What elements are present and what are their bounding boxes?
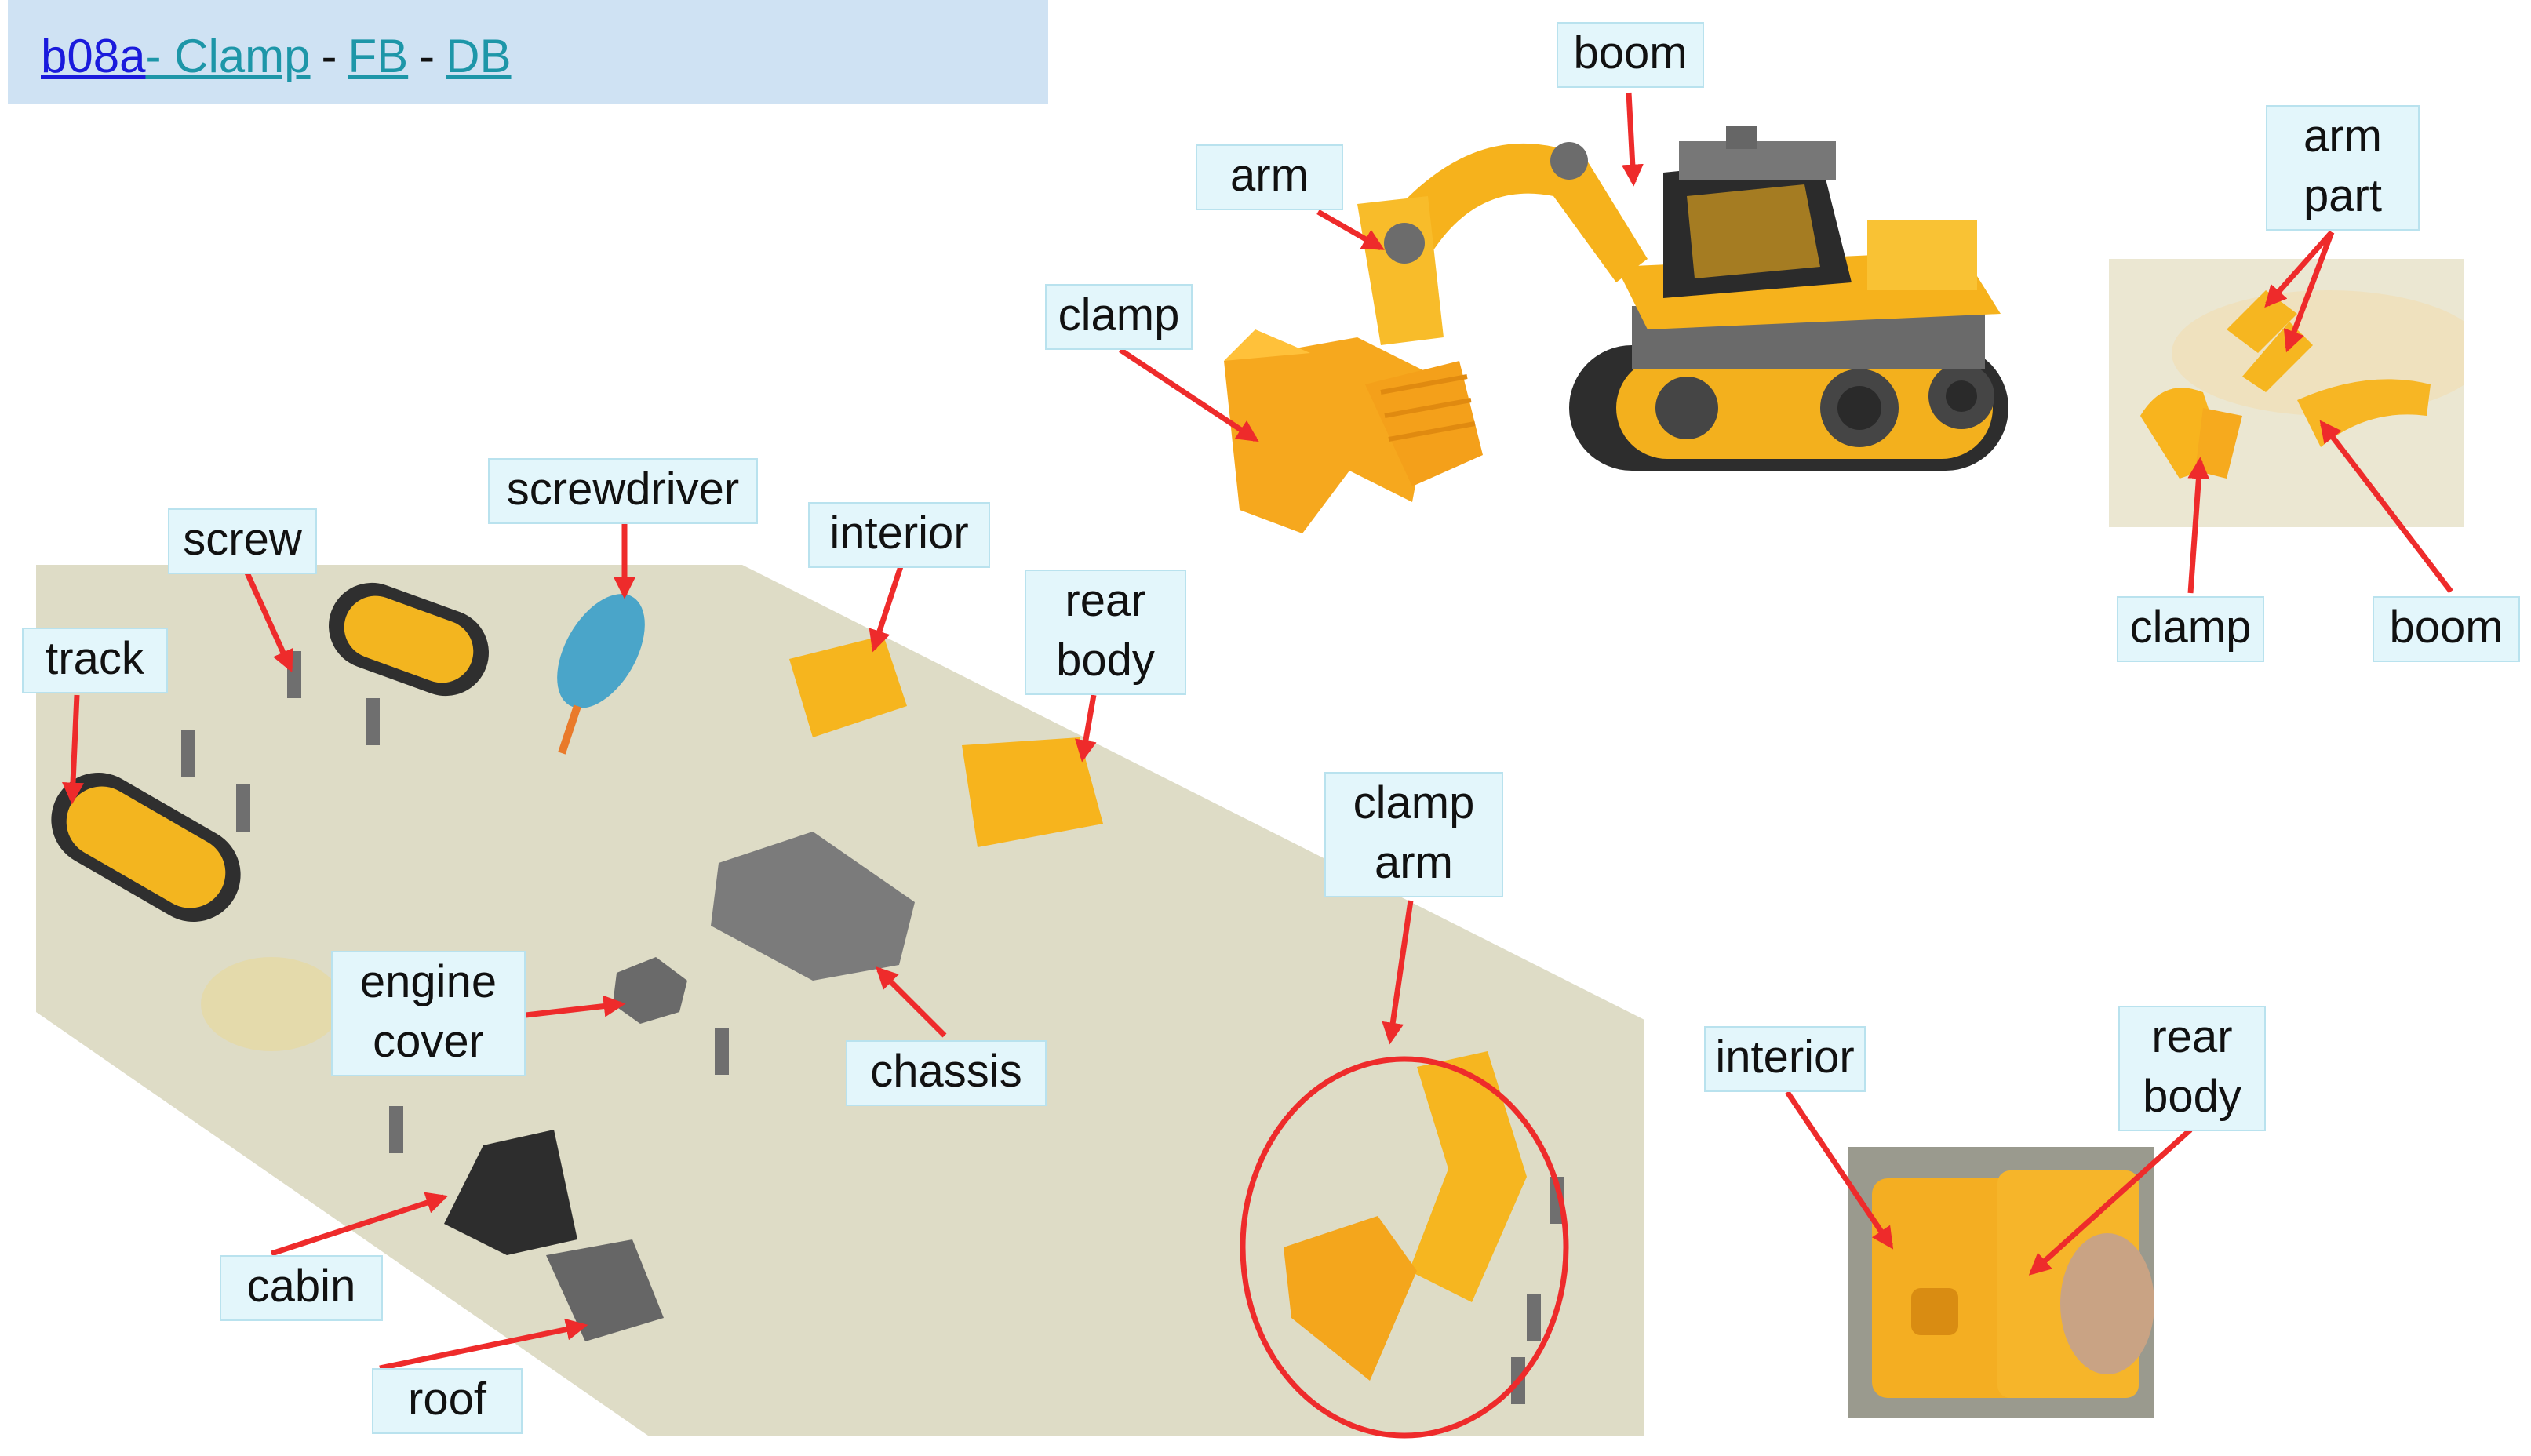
label-line: cover <box>373 1016 484 1067</box>
label-line: rear <box>2151 1011 2233 1062</box>
label-screwdriver: screwdriver <box>488 458 758 524</box>
label-line: body <box>2143 1071 2241 1122</box>
title-link[interactable]: - Clamp <box>145 30 311 82</box>
label-engine-cover: engine cover <box>331 951 526 1076</box>
label-clamp: clamp <box>2117 596 2264 662</box>
fb-link[interactable]: FB <box>348 30 409 82</box>
label-line: part <box>2303 170 2382 221</box>
label-interior: interior <box>1704 1026 1866 1092</box>
label-rear-body: rear body <box>1025 570 1186 695</box>
label-clamp: clamp <box>1045 284 1193 350</box>
label-arm-part: arm part <box>2266 105 2420 231</box>
label-line: clamp <box>1353 777 1475 828</box>
label-line: body <box>1056 635 1155 686</box>
db-link[interactable]: DB <box>446 30 512 82</box>
label-screw: screw <box>168 508 317 574</box>
label-line: arm <box>1375 837 1453 888</box>
arm-parts-image <box>2109 259 2464 527</box>
label-roof: roof <box>372 1368 523 1434</box>
header-links: b08a- Clamp-FB-DB <box>41 25 512 88</box>
label-cabin: cabin <box>220 1255 383 1321</box>
label-line: rear <box>1065 575 1146 626</box>
label-arm: arm <box>1196 144 1343 210</box>
label-track: track <box>22 628 168 693</box>
label-chassis: chassis <box>846 1040 1047 1106</box>
label-line: arm <box>2303 111 2382 162</box>
label-rear-body: rear body <box>2118 1006 2266 1131</box>
label-interior: interior <box>808 502 990 568</box>
label-clamp-arm: clamp arm <box>1324 772 1503 897</box>
code-link[interactable]: b08a <box>41 30 146 82</box>
header-bar: b08a- Clamp-FB-DB <box>8 0 1048 104</box>
label-boom: boom <box>2373 596 2520 662</box>
label-line: engine <box>359 956 497 1007</box>
separator: - <box>321 30 337 82</box>
excavator-image <box>1224 126 2008 533</box>
label-boom: boom <box>1557 22 1704 88</box>
separator: - <box>419 30 435 82</box>
body-parts-image <box>1848 1147 2154 1418</box>
